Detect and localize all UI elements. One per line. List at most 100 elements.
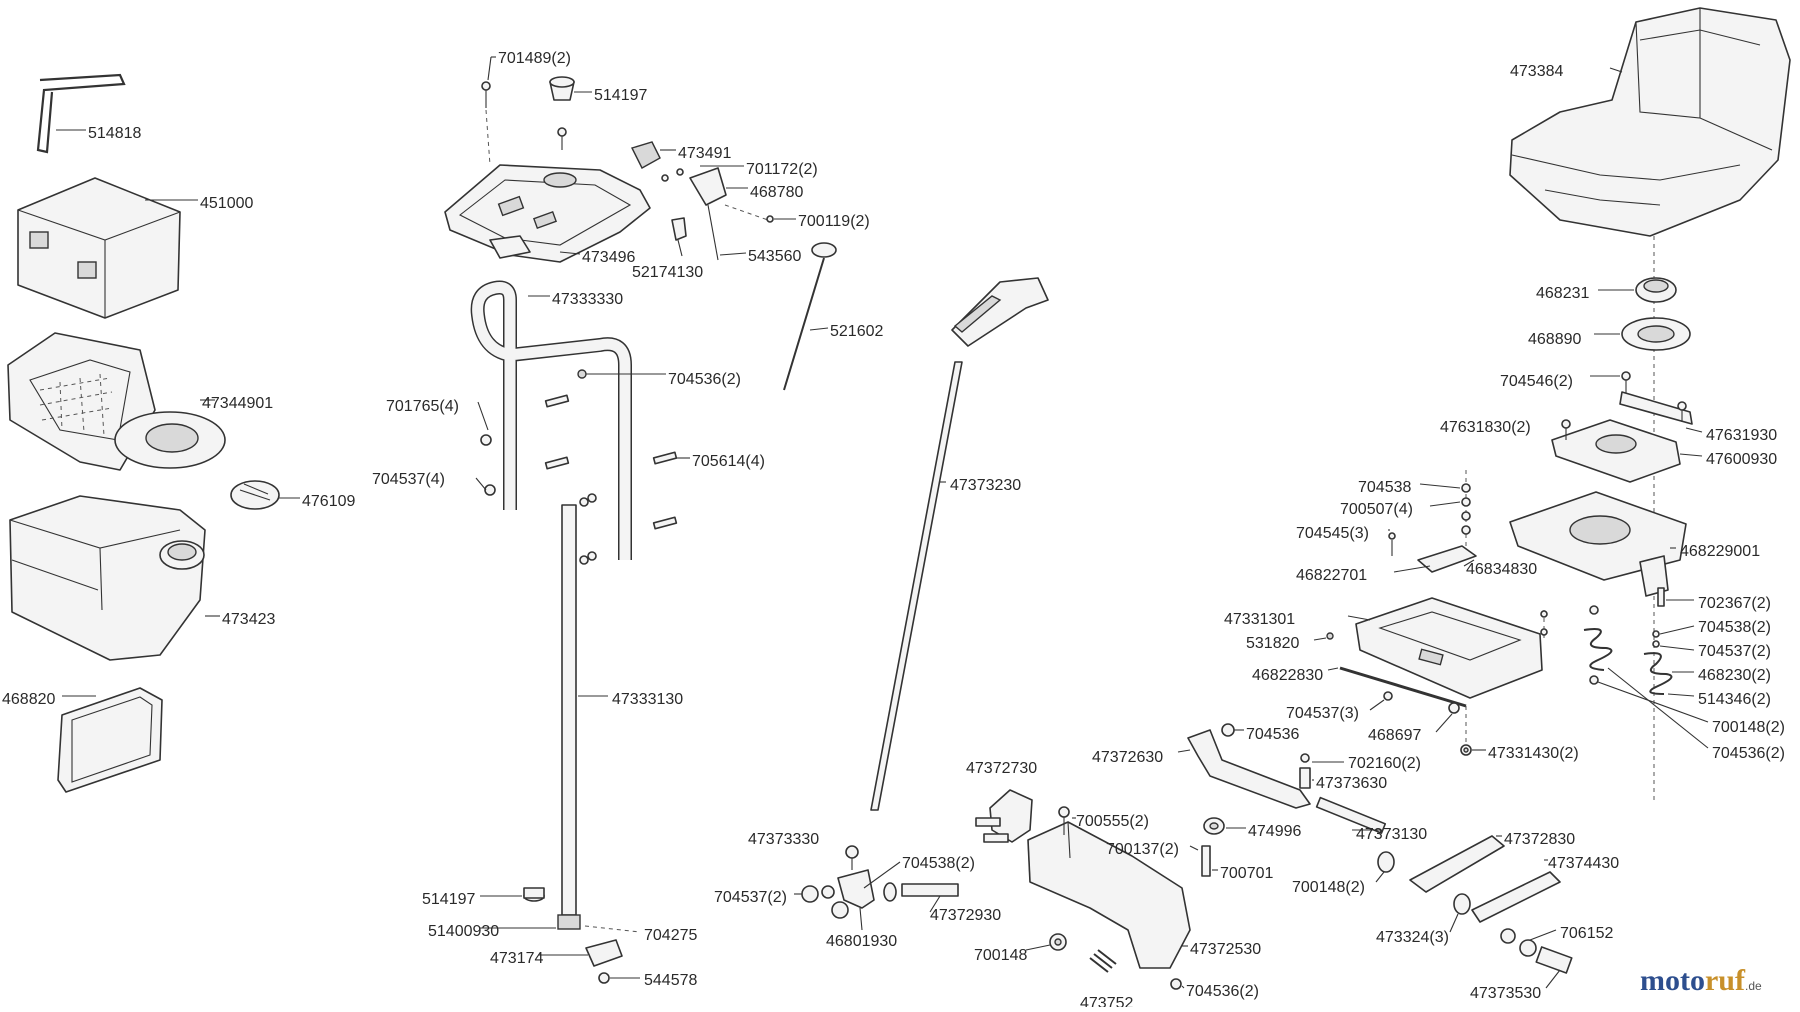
callout-704538: 704538 bbox=[1358, 479, 1411, 496]
callout-468780: 468780 bbox=[750, 184, 803, 201]
callout-514346-2: 514346(2) bbox=[1698, 691, 1771, 708]
part-47373230-lever-rod bbox=[870, 361, 963, 811]
callout-700137-2: 700137(2) bbox=[1106, 841, 1179, 858]
part-47372730-bracket bbox=[975, 789, 1033, 843]
callout-47333330: 47333330 bbox=[552, 291, 623, 308]
callout-473752: 473752 bbox=[1080, 995, 1133, 1007]
callout-47331301: 47331301 bbox=[1224, 611, 1295, 628]
callout-476109: 476109 bbox=[302, 493, 355, 510]
callout-473491: 473491 bbox=[678, 145, 731, 162]
callout-704546-2: 704546(2) bbox=[1500, 373, 1573, 390]
callout-701765-4: 701765(4) bbox=[386, 398, 459, 415]
callout-514818: 514818 bbox=[88, 125, 141, 142]
part-468229001-seat-plate bbox=[1509, 491, 1687, 597]
part-52174130-clip bbox=[671, 217, 747, 257]
callout-704538-2: 704538(2) bbox=[902, 855, 975, 872]
part-47344901-battery-tray bbox=[7, 332, 226, 471]
part-473491-throttle-knob bbox=[631, 141, 796, 261]
callout-704537-2: 704537(2) bbox=[1698, 643, 1771, 660]
callout-46801930: 46801930 bbox=[826, 933, 897, 950]
part-701489-screw bbox=[481, 56, 496, 166]
watermark-part1: moto bbox=[1640, 964, 1705, 997]
callout-702160-2: 702160(2) bbox=[1348, 755, 1421, 772]
callout-701172-2: 701172(2) bbox=[746, 161, 818, 178]
watermark-suffix: .de bbox=[1745, 979, 1762, 993]
callout-468231: 468231 bbox=[1536, 285, 1589, 302]
callout-47372930: 47372930 bbox=[930, 907, 1001, 924]
callout-47372730: 47372730 bbox=[966, 760, 1037, 777]
part-468820-filter bbox=[57, 687, 163, 793]
callout-700148-2: 700148(2) bbox=[1292, 879, 1365, 896]
part-lever-pivot-assembly bbox=[794, 845, 959, 931]
part-47333330-handlebar bbox=[470, 280, 632, 560]
callout-47372830: 47372830 bbox=[1504, 831, 1575, 848]
callout-700148: 700148 bbox=[974, 947, 1027, 964]
callout-544578: 544578 bbox=[644, 972, 697, 989]
callout-46834830: 46834830 bbox=[1466, 561, 1537, 578]
callout-704536-2: 704536(2) bbox=[668, 371, 741, 388]
part-47372630-pedal-arm bbox=[1177, 723, 1311, 809]
callout-47631830-2: 47631830(2) bbox=[1440, 419, 1531, 436]
part-468231-cap bbox=[1598, 277, 1677, 303]
callout-468697: 468697 bbox=[1368, 727, 1421, 744]
part-468890-cup bbox=[1594, 317, 1691, 351]
callout-451000: 451000 bbox=[200, 195, 253, 212]
callout-46822830: 46822830 bbox=[1252, 667, 1323, 684]
part-473423-fuel-tank bbox=[9, 495, 220, 661]
callout-704275: 704275 bbox=[644, 927, 697, 944]
callout-473174: 473174 bbox=[490, 950, 543, 967]
callout-704537-4: 704537(4) bbox=[372, 471, 445, 488]
part-521602-dipstick bbox=[783, 242, 837, 391]
callout-704537-2: 704537(2) bbox=[714, 889, 787, 906]
callout-47372530: 47372530 bbox=[1190, 941, 1261, 958]
callout-700148-2: 700148(2) bbox=[1712, 719, 1785, 736]
callout-473423: 473423 bbox=[222, 611, 275, 628]
callout-468890: 468890 bbox=[1528, 331, 1581, 348]
callout-700701: 700701 bbox=[1220, 865, 1273, 882]
callout-700507-4: 700507(4) bbox=[1340, 501, 1413, 518]
part-lever-grip bbox=[951, 277, 1049, 347]
part-47331301-frame-plate bbox=[1313, 597, 1548, 699]
part-47372530-mount-plate bbox=[1025, 806, 1191, 990]
part-46822830-rod bbox=[1327, 666, 1486, 756]
callout-473496: 473496 bbox=[582, 249, 635, 266]
callout-704545-3: 704545(3) bbox=[1296, 525, 1369, 542]
part-514197-bushing-top bbox=[549, 76, 592, 150]
part-473496-dash-panel bbox=[444, 164, 651, 263]
callout-706152: 706152 bbox=[1560, 925, 1613, 942]
callout-47373530: 47373530 bbox=[1470, 985, 1541, 1002]
callout-700555-2: 700555(2) bbox=[1076, 813, 1149, 830]
callout-543560: 543560 bbox=[748, 248, 801, 265]
part-704546-screw bbox=[1590, 371, 1631, 394]
callout-704536-2: 704536(2) bbox=[1712, 745, 1785, 762]
callout-47373230: 47373230 bbox=[950, 477, 1021, 494]
callout-47344901: 47344901 bbox=[202, 395, 273, 412]
part-47333130-steering-shaft bbox=[480, 504, 641, 984]
callout-514197: 514197 bbox=[594, 87, 647, 104]
callout-704538-2: 704538(2) bbox=[1698, 619, 1771, 636]
callout-468230-2: 468230(2) bbox=[1698, 667, 1771, 684]
callout-47373130: 47373130 bbox=[1356, 826, 1427, 843]
callout-473384: 473384 bbox=[1510, 63, 1563, 80]
part-seat-bracket bbox=[1551, 391, 1703, 483]
part-pedal-hardware bbox=[1189, 753, 1573, 989]
callout-47373330: 47373330 bbox=[748, 831, 819, 848]
callout-47331430-2: 47331430(2) bbox=[1488, 745, 1579, 762]
callout-468229001: 468229001 bbox=[1680, 543, 1760, 560]
callout-514197: 514197 bbox=[422, 891, 475, 908]
callout-704536: 704536 bbox=[1246, 726, 1299, 743]
part-suspension-left-hardware bbox=[1388, 470, 1477, 573]
svg-text:motoruf.de: motoruf.de bbox=[1640, 964, 1762, 997]
part-476109-knob bbox=[230, 480, 300, 510]
callout-46822701: 46822701 bbox=[1296, 567, 1367, 584]
callout-531820: 531820 bbox=[1246, 635, 1299, 652]
callout-47372630: 47372630 bbox=[1092, 749, 1163, 766]
watermark-logo: motoruf.de bbox=[1640, 964, 1762, 997]
part-514818-wire-clip bbox=[36, 73, 126, 154]
part-473384-seat bbox=[1509, 7, 1791, 237]
callout-52174130: 52174130 bbox=[632, 264, 703, 281]
watermark-part2: ruf bbox=[1705, 964, 1746, 997]
part-451000-battery bbox=[17, 177, 198, 319]
callout-labels: 701489(2)514197514818451000473491701172(… bbox=[2, 50, 1785, 1012]
